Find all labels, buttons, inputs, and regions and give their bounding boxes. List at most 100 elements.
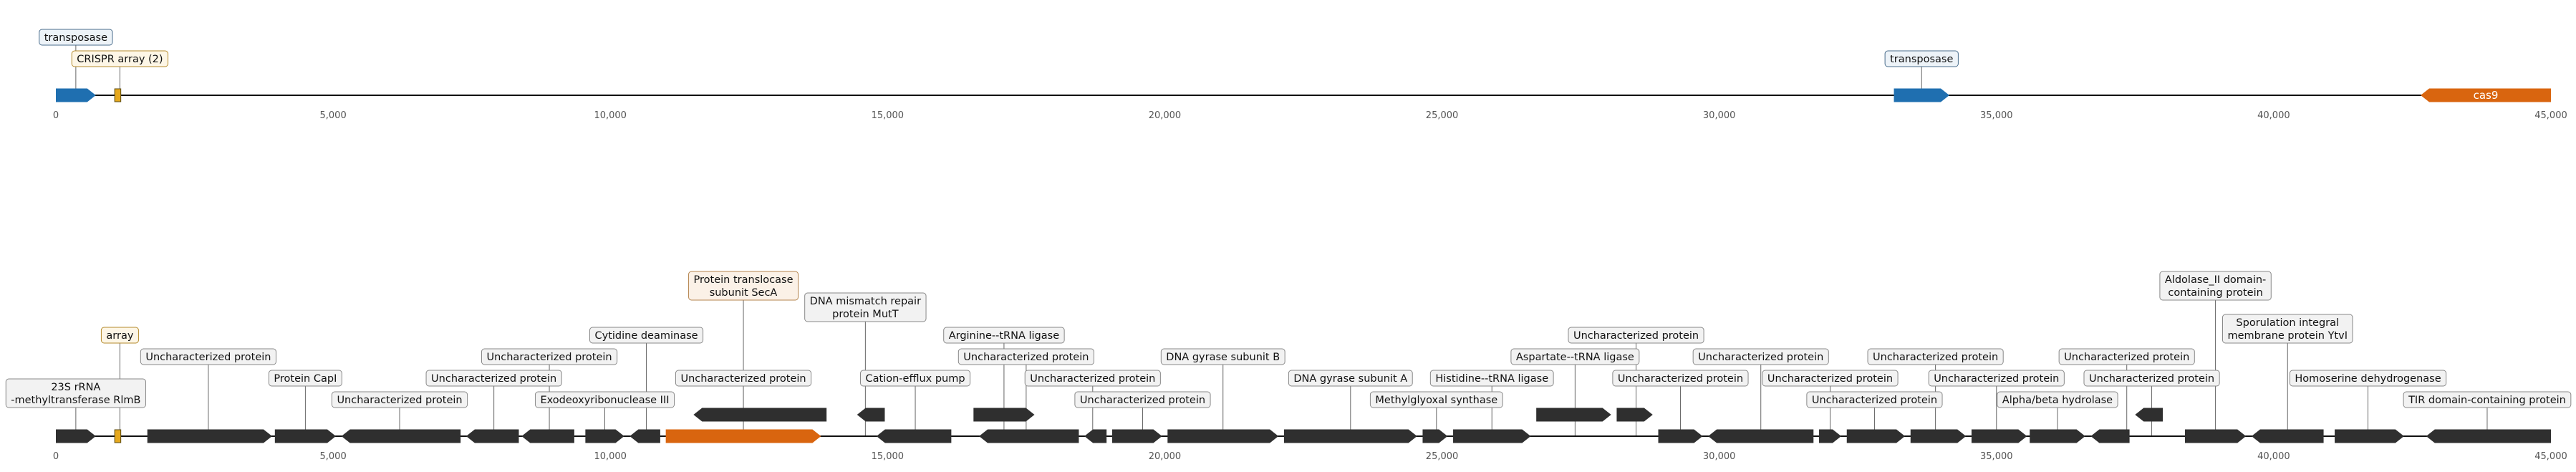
feature-label: Methylglyoxal synthase: [1369, 391, 1503, 408]
feature-label: DNA gyrase subunit B: [1160, 348, 1285, 365]
features: [56, 408, 2551, 443]
axis-tick-label: 5,000: [320, 451, 347, 462]
feature-label: Cytidine deaminase: [589, 327, 704, 344]
feature-label-text: Uncharacterized protein: [1873, 352, 1998, 363]
feature-label-text: Uncharacterized protein: [486, 352, 612, 363]
feature-label-text: Homoserine dehydrogenase: [2295, 373, 2441, 385]
feature-label-text: Protein translocase: [694, 274, 793, 286]
feature-label-text: Uncharacterized protein: [145, 352, 271, 363]
feature-label: Arginine--tRNA ligase: [943, 327, 1065, 344]
gene-arrow: [1084, 429, 1107, 443]
gene-arrow: [1536, 408, 1611, 422]
feature-label-text: Uncharacterized protein: [1030, 373, 1155, 385]
axis-tick-label: 45,000: [2534, 110, 2567, 121]
feature-label-text: -methyltransferase RlmB: [11, 395, 140, 406]
gene-arrow: [1616, 408, 1653, 422]
feature-label-text: array: [106, 330, 133, 342]
feature-label: Uncharacterized protein: [1762, 370, 1899, 387]
feature-label: transposase: [39, 29, 113, 46]
feature-label: transposase: [1884, 50, 1959, 67]
feature-label-text: Uncharacterized protein: [1698, 352, 1823, 363]
feature-label-text: Uncharacterized protein: [963, 352, 1089, 363]
gene-arrow: [2251, 429, 2324, 443]
feature-label: TIR domain-containing protein: [2403, 391, 2572, 408]
feature-label: Cation-efflux pump: [860, 370, 971, 387]
label-leaders: [75, 45, 1922, 95]
gene-arrow: [1819, 429, 1841, 443]
feature-label-text: subunit SecA: [710, 287, 778, 299]
axis-tick-label: 10,000: [594, 110, 627, 121]
gene-arrow: [521, 429, 574, 443]
crispr-array-box: [114, 429, 122, 443]
feature-label: array: [100, 327, 139, 344]
feature-label: Uncharacterized protein: [1074, 391, 1211, 408]
feature-label-text: Uncharacterized protein: [431, 373, 556, 385]
gene-arrow: [56, 429, 96, 443]
axis-tick-label: 20,000: [1149, 451, 1182, 462]
gene-arrow: [1846, 429, 1906, 443]
gene-arrow: [1283, 429, 1417, 443]
highlighted-gene-arrow: [2421, 88, 2551, 102]
feature-label: Uncharacterized protein: [1612, 370, 1749, 387]
feature-label: Uncharacterized protein: [1024, 370, 1161, 387]
feature-label: Homoserine dehydrogenase: [2289, 370, 2447, 387]
features: cas9: [56, 88, 2551, 102]
transposase-gene-arrow: [1894, 88, 1949, 102]
feature-label: Uncharacterized protein: [675, 370, 812, 387]
axis-tick-label: 40,000: [2257, 451, 2290, 462]
gene-inline-label: cas9: [2474, 89, 2499, 102]
feature-label: Exodeoxyribonuclease III: [534, 391, 675, 408]
feature-label: Alpha/beta hydrolase: [1997, 391, 2118, 408]
gene-arrow: [274, 429, 336, 443]
gene-arrow: [2185, 429, 2247, 443]
feature-label-text: Uncharacterized protein: [680, 373, 806, 385]
feature-label-text: 23S rRNA: [51, 382, 100, 393]
gene-arrow: [2335, 429, 2404, 443]
feature-label: CRISPR array (2): [71, 50, 169, 67]
feature-label-text: Cation-efflux pump: [866, 373, 965, 385]
axis-tick-label: 0: [53, 451, 59, 462]
gene-arrow: [1708, 429, 1814, 443]
feature-label: DNA gyrase subunit A: [1288, 370, 1413, 387]
axis-tick-label: 30,000: [1703, 451, 1736, 462]
feature-label-text: Protein CapI: [274, 373, 337, 385]
axis-tick-label: 45,000: [2534, 451, 2567, 462]
feature-label: Uncharacterized protein: [425, 370, 562, 387]
feature-label-text: Uncharacterized protein: [1080, 395, 1205, 406]
gene-arrow: [1453, 429, 1531, 443]
axis-tick-label: 30,000: [1703, 110, 1736, 121]
crispr-array-box: [114, 88, 122, 102]
feature-label: Uncharacterized protein: [1806, 391, 1943, 408]
feature-label: Aldolase_II domain-containing protein: [2159, 271, 2272, 301]
feature-label-text: Uncharacterized protein: [1767, 373, 1893, 385]
feature-label-text: Arginine--tRNA ligase: [949, 330, 1059, 342]
feature-label-text: Aspartate--tRNA ligase: [1516, 352, 1634, 363]
gene-arrow: [629, 429, 660, 443]
axis-tick-label: 0: [53, 110, 59, 121]
feature-label-text: TIR domain-containing protein: [2408, 395, 2566, 406]
feature-label: Uncharacterized protein: [481, 348, 618, 365]
feature-label: Uncharacterized protein: [331, 391, 468, 408]
gene-arrow: [1111, 429, 1162, 443]
feature-label: Uncharacterized protein: [1928, 370, 2065, 387]
feature-label-text: Uncharacterized protein: [2064, 352, 2189, 363]
feature-label-text: Uncharacterized protein: [337, 395, 462, 406]
feature-label: Uncharacterized protein: [1692, 348, 1829, 365]
axis-tick-label: 25,000: [1426, 110, 1459, 121]
highlighted-gene-arrow: [665, 429, 821, 443]
axis-tick-label: 15,000: [872, 451, 905, 462]
feature-label: Uncharacterized protein: [1867, 348, 2004, 365]
gene-arrow: [341, 429, 461, 443]
feature-label-text: DNA mismatch repair: [810, 296, 921, 307]
axis-tick-label: 35,000: [1980, 110, 2013, 121]
gene-arrow: [1658, 429, 1703, 443]
feature-label: 23S rRNA -methyltransferase RlmB: [5, 378, 146, 408]
feature-label: Uncharacterized protein: [2058, 348, 2195, 365]
axis-tick-label: 20,000: [1149, 110, 1182, 121]
